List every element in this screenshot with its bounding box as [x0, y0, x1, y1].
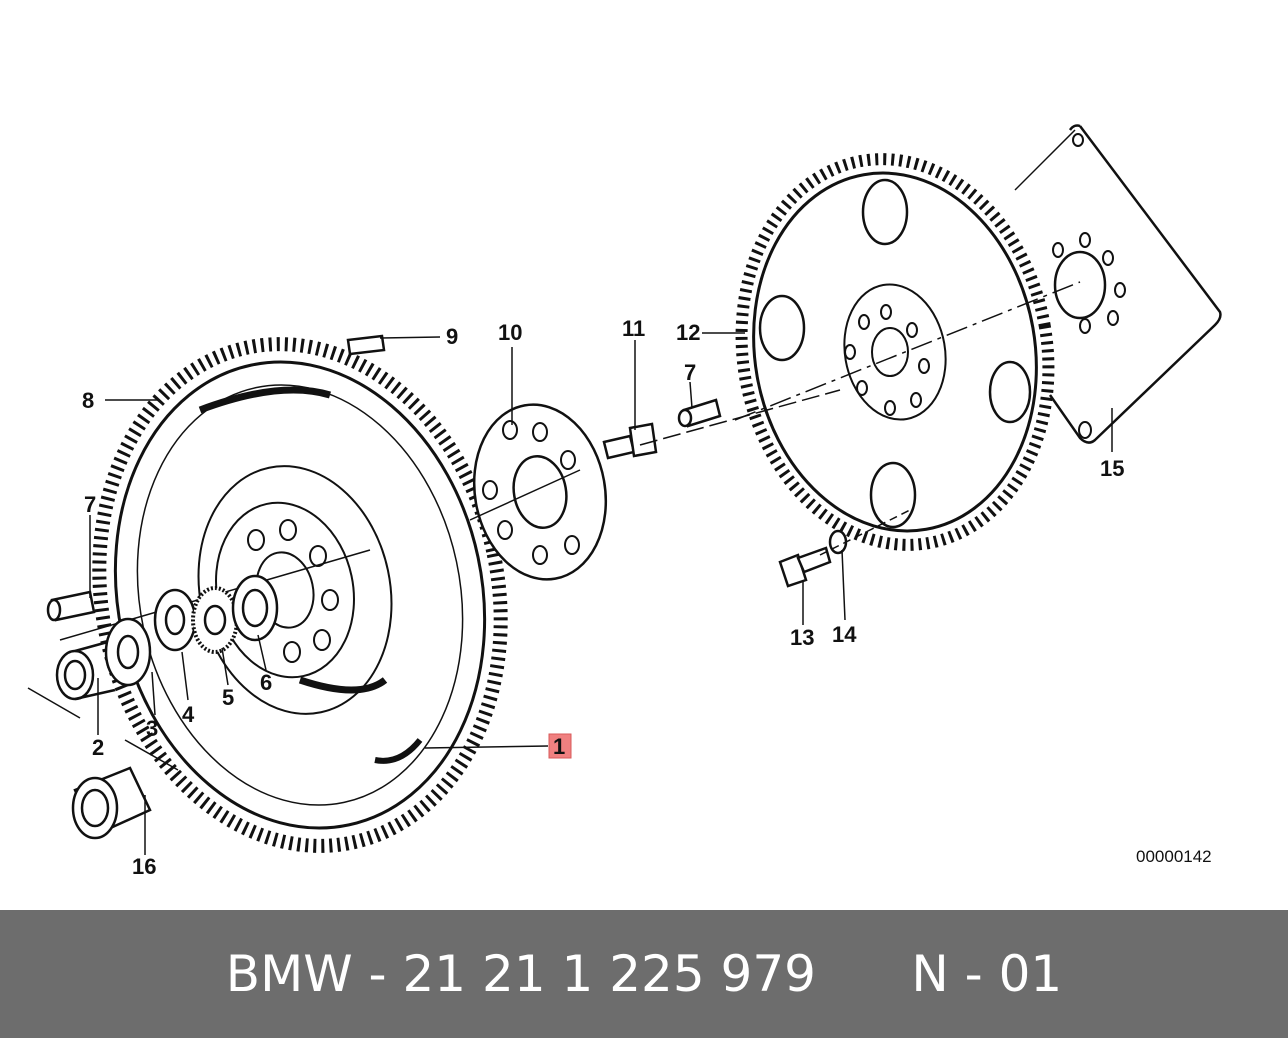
callout-15: 15 — [1100, 456, 1124, 481]
callout-3: 3 — [146, 716, 158, 741]
callout-10: 10 — [498, 320, 522, 345]
callout-8: 8 — [82, 388, 94, 413]
callout-1-highlight — [548, 733, 572, 759]
small-parts-middle — [346, 334, 841, 581]
callout-7-middle: 7 — [684, 360, 696, 385]
callout-14: 14 — [832, 622, 857, 647]
diagram-code: 00000142 — [1136, 847, 1212, 866]
exploded-parts-diagram: 1 2 3 4 5 6 7 7 8 9 10 11 12 13 14 15 16… — [27, 124, 1222, 879]
callout-4: 4 — [182, 702, 195, 727]
part-number-text: BMW - 21 21 1 225 979 N - 01 — [225, 945, 1063, 1003]
callout-1: 1 — [553, 734, 565, 759]
callout-16: 16 — [132, 854, 156, 879]
part-number-footer: BMW - 21 21 1 225 979 N - 01 — [0, 910, 1288, 1038]
coverplate-part-15 — [1048, 124, 1222, 444]
callout-11: 11 — [622, 316, 645, 341]
driveplate-part-12 — [734, 153, 1081, 551]
leader-lines — [89, 129, 1113, 855]
callout-5: 5 — [222, 685, 234, 710]
callout-7-left: 7 — [84, 492, 96, 517]
small-parts-left — [27, 549, 371, 840]
callout-12: 12 — [676, 320, 700, 345]
callout-9: 9 — [446, 324, 458, 349]
bolt-washer-13-14 — [778, 509, 911, 588]
callout-13: 13 — [790, 625, 814, 650]
callout-2: 2 — [92, 735, 104, 760]
callout-6: 6 — [260, 670, 272, 695]
